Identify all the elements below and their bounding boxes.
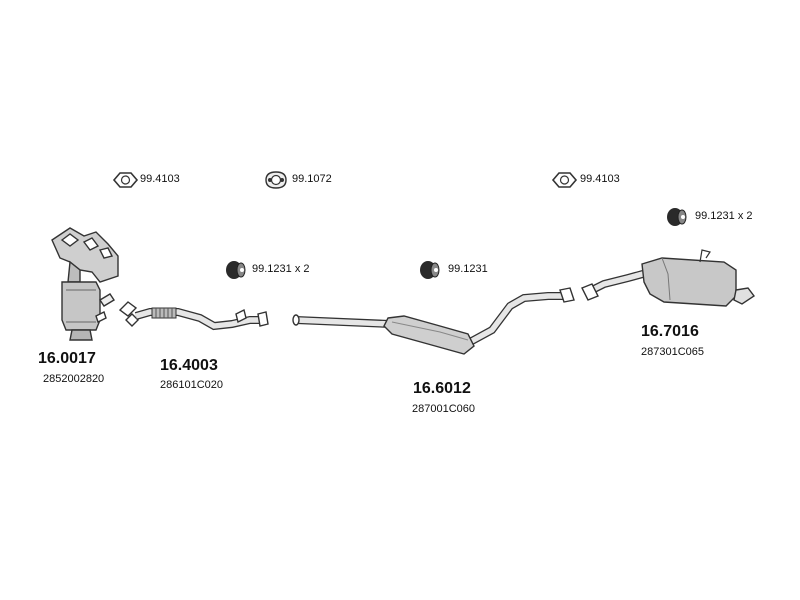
oem-number: 287301C065 xyxy=(641,346,705,358)
fitting-label: 99.1231 x 2 xyxy=(252,263,310,275)
fitting-label: 99.1072 xyxy=(292,173,332,185)
part-number: 16.7016 xyxy=(641,323,699,340)
rear-silencer-drawing xyxy=(581,249,756,307)
rubber-mount-icon xyxy=(226,261,246,279)
middle-silencer-drawing xyxy=(292,287,575,355)
fitting-label: 99.4103 xyxy=(580,173,620,185)
oem-number: 286101C020 xyxy=(160,379,224,391)
rubber-mount-icon xyxy=(420,261,440,279)
part-number: 16.0017 xyxy=(38,350,96,367)
part-number: 16.4003 xyxy=(160,357,218,374)
front-pipe-drawing xyxy=(118,301,269,331)
fitting-label: 99.1231 x 2 xyxy=(695,210,753,222)
fitting-label: 99.4103 xyxy=(140,173,180,185)
catalytic-converter-drawing xyxy=(51,227,119,341)
rubber-mount-icon xyxy=(667,208,687,226)
fitting-label: 99.1231 xyxy=(448,263,488,275)
oem-number: 2852002820 xyxy=(43,373,105,385)
part-number: 16.6012 xyxy=(413,380,471,397)
flange-gasket-icon xyxy=(265,171,287,189)
oem-number: 287001C060 xyxy=(412,403,476,415)
gasket-ring-icon xyxy=(112,172,139,188)
gasket-ring-icon xyxy=(551,172,578,188)
